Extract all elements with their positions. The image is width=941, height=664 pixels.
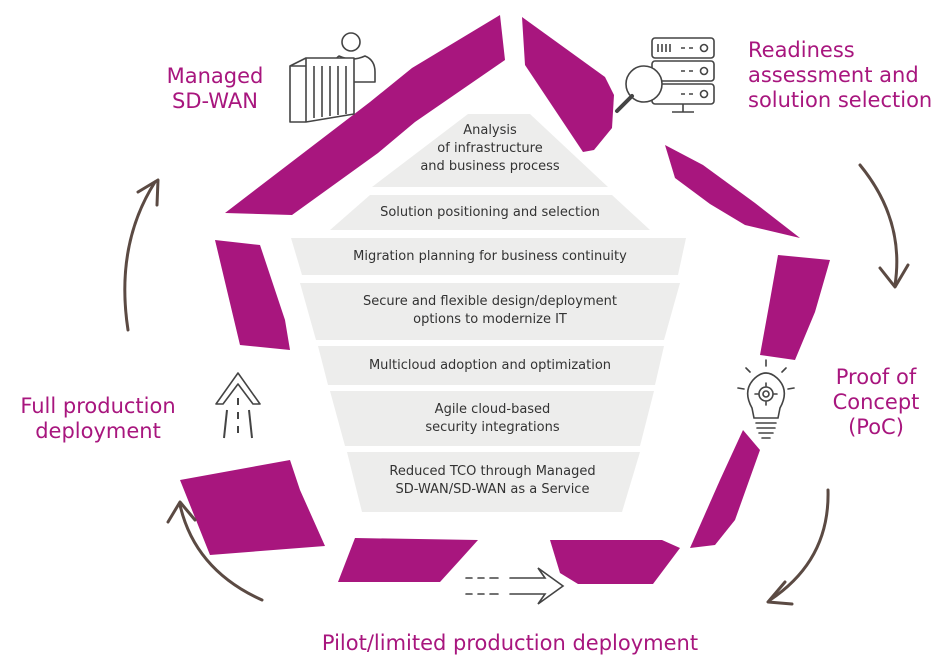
phase-label-full-production-line-2: deployment <box>35 419 161 443</box>
road-arrow-up-icon <box>215 372 261 439</box>
phase-label-managed-sdwan: Managed SD-WAN <box>150 64 280 114</box>
server-magnifier-icon <box>615 37 715 113</box>
pyramid-step-7: Reduced TCO through Managed SD-WAN/SD-WA… <box>360 463 625 499</box>
phase-label-poc: Proof of Concept (PoC) <box>826 365 926 440</box>
phase-label-pilot: Pilot/limited production deployment <box>321 631 699 655</box>
pyramid-band-2 <box>330 195 650 230</box>
pyramid-step-7-line-2: SD-WAN/SD-WAN as a Service <box>395 482 590 497</box>
pyramid-step-3: Migration planning for business continui… <box>353 249 627 264</box>
pyramid-step-1-line-2: of infrastructure <box>437 141 543 156</box>
ring-segment-top-right <box>522 17 614 152</box>
phase-label-readiness-line-2: assessment and <box>748 63 919 87</box>
pyramid-step-2: Solution positioning and selection <box>380 205 600 220</box>
pyramid-step-5: Multicloud adoption and optimization <box>368 358 612 373</box>
ring-segment-top-left <box>225 15 505 215</box>
pyramid-band-7 <box>347 452 640 512</box>
dashed-arrow-right-icon <box>465 567 565 605</box>
pyramid-step-4-line-2: options to modernize IT <box>413 312 567 327</box>
phase-label-readiness: Readiness assessment and solution select… <box>748 38 938 113</box>
pyramid-band-6 <box>330 391 654 446</box>
phase-label-poc-line-3: (PoC) <box>848 415 904 439</box>
phase-label-full-production: Full production deployment <box>8 394 188 444</box>
pyramid-band-3 <box>291 238 686 275</box>
pentagon-ring <box>180 15 830 584</box>
arrow-pilot-to-full <box>166 500 264 602</box>
phase-label-readiness-line-1: Readiness <box>748 38 855 62</box>
pyramid-step-6-line-1: Agile cloud-based <box>434 402 551 417</box>
pyramid-band-4 <box>300 283 680 340</box>
pyramid-step-6-line-2: security integrations <box>425 420 560 435</box>
pyramid-step-4-line-1: Secure and flexible design/deployment <box>363 294 617 309</box>
phase-label-poc-line-2: Concept <box>832 390 920 414</box>
pyramid-band-5 <box>318 346 664 385</box>
arrow-poc-to-pilot <box>766 488 830 606</box>
cycle-arrows <box>123 163 910 606</box>
arrow-full-to-managed <box>123 178 160 332</box>
pyramid-step-1-line-1: Analysis <box>463 123 517 138</box>
phase-label-poc-line-1: Proof of <box>835 365 917 389</box>
phase-label-managed-sdwan-line-1: Managed <box>166 64 264 88</box>
pyramid-step-4: Secure and flexible design/deployment op… <box>315 293 665 329</box>
person-with-appliance-icon <box>289 32 376 123</box>
pyramid <box>291 114 686 512</box>
gear-lightbulb-icon <box>737 359 795 439</box>
arrow-readiness-to-poc <box>858 163 910 289</box>
ring-segment-right-top <box>665 145 800 238</box>
ring-segment-left-bottom <box>180 460 325 555</box>
pyramid-step-7-line-1: Reduced TCO through Managed <box>389 464 596 479</box>
pyramid-step-1-line-3: and business process <box>420 159 560 174</box>
phase-label-full-production-line-1: Full production <box>20 394 176 418</box>
ring-segment-bottom-left <box>338 538 478 582</box>
pyramid-step-1: Analysis of infrastructure and business … <box>380 122 600 176</box>
ring-segment-left-middle <box>215 240 290 350</box>
pyramid-band-1 <box>372 114 608 187</box>
ring-segment-right-middle <box>760 255 830 360</box>
pyramid-step-6: Agile cloud-based security integrations <box>345 401 640 437</box>
phase-label-readiness-line-3: solution selection <box>748 88 933 112</box>
phase-label-managed-sdwan-line-2: SD-WAN <box>172 89 258 113</box>
ring-segment-right-bottom <box>690 430 760 548</box>
ring-segment-bottom-right <box>550 540 680 584</box>
